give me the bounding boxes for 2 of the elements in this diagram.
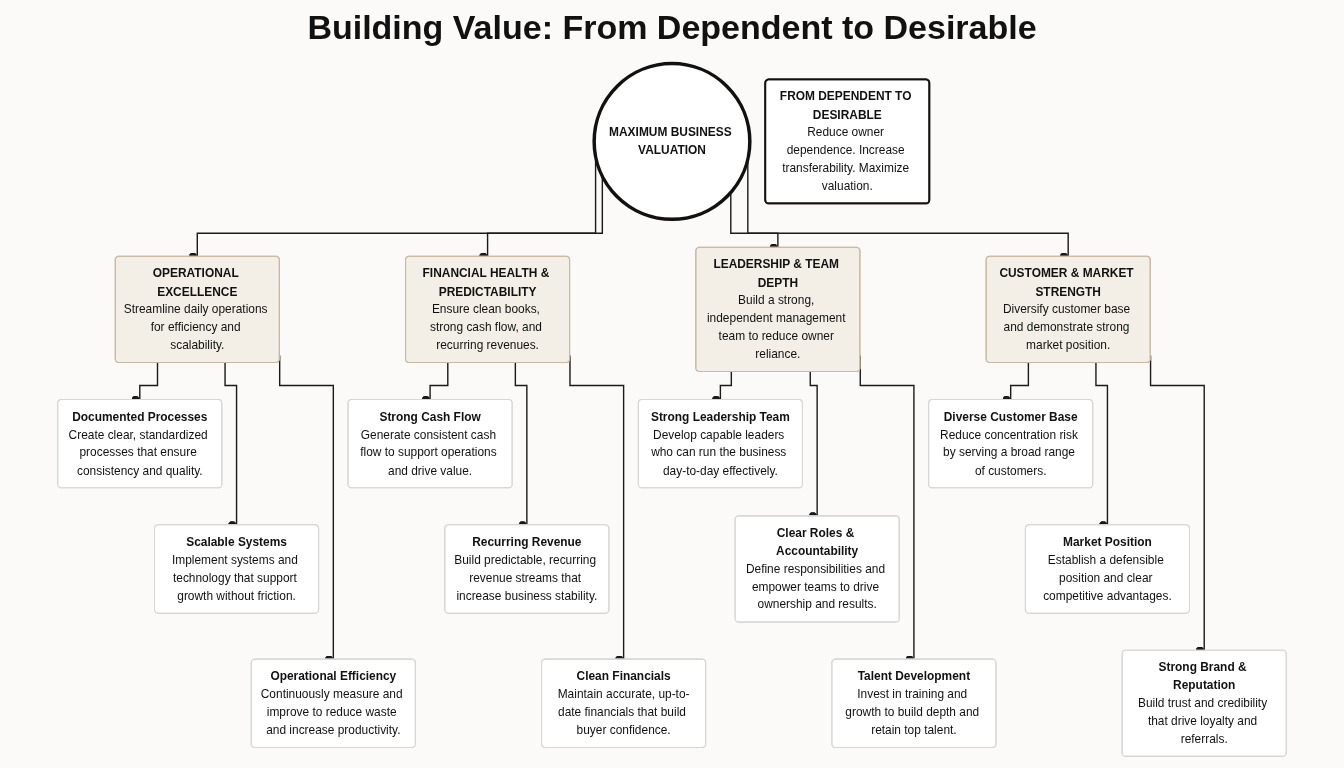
node-circle: MAXIMUM BUSINESS VALUATION xyxy=(592,61,752,222)
title: Building Value: From Dependent to Desirable xyxy=(307,8,1037,47)
